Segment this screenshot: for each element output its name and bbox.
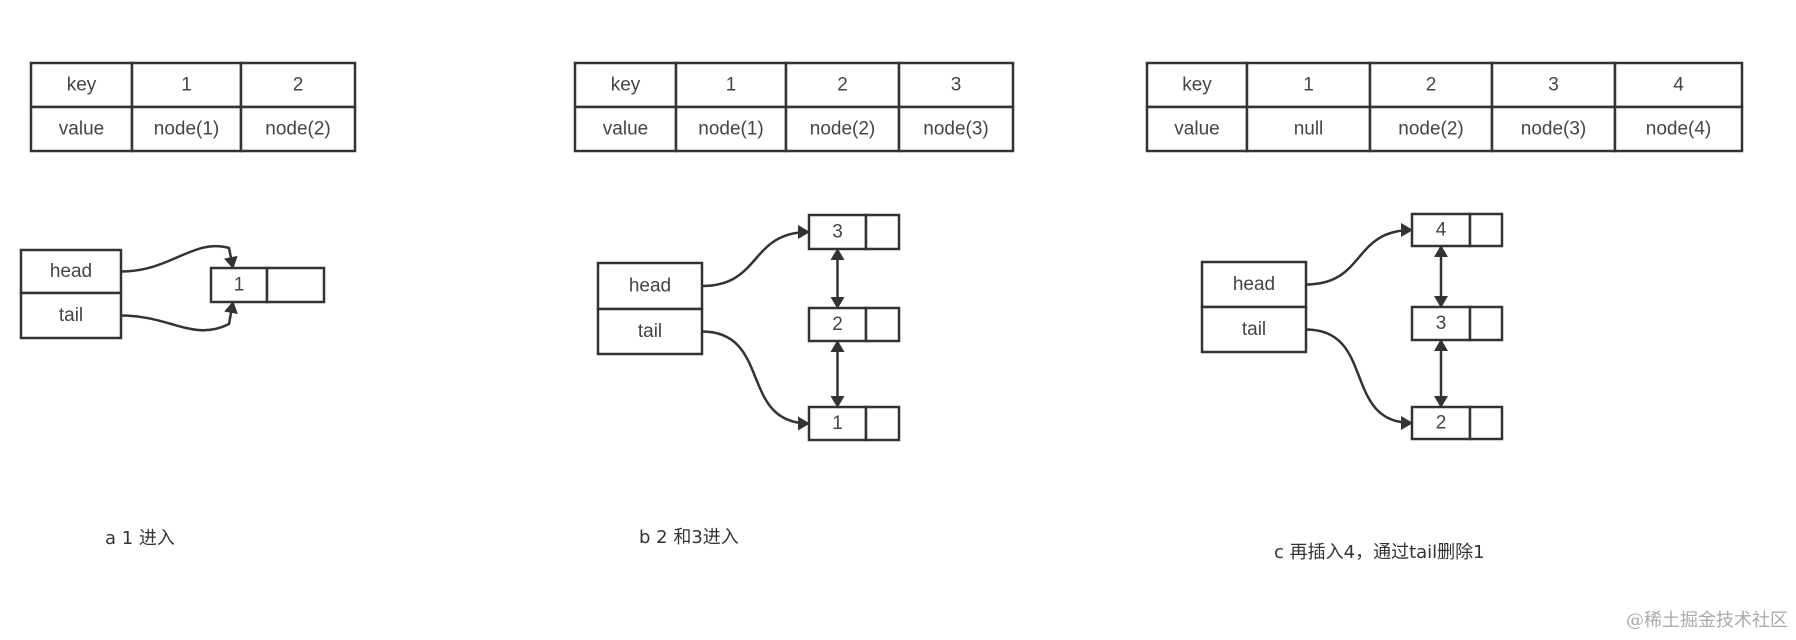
table-cell (1245, 61, 1372, 109)
head-label: head (50, 261, 92, 282)
tail-arrow (120, 301, 238, 332)
table-key: 1 (726, 75, 737, 96)
node-pointer-cell (1468, 405, 1504, 441)
tail-arrow (701, 330, 810, 431)
table-key: 1 (1303, 75, 1314, 96)
list-node: 3 (1410, 305, 1504, 342)
table-value: node(2) (810, 119, 876, 140)
table-key: key (1182, 75, 1212, 96)
head-tail-box: head tail (596, 261, 704, 356)
node-pointer-cell (864, 306, 901, 343)
head-cell (596, 261, 704, 311)
head-arrow (1305, 223, 1413, 286)
node-pointer-cell (1468, 305, 1504, 342)
table-cell (1613, 105, 1744, 153)
head-tail-box: head tail (1200, 260, 1308, 354)
table-value: null (1294, 119, 1324, 140)
table-cell (897, 61, 1015, 109)
node-label: 3 (832, 222, 843, 243)
table-cell (239, 105, 357, 153)
node-pointer-cell (1468, 212, 1504, 248)
table-cell (674, 61, 788, 109)
node-label: 1 (234, 275, 245, 296)
table-cell (1613, 61, 1744, 109)
node-label: 4 (1436, 220, 1447, 241)
watermark: @稀土掘金技术社区 (1626, 610, 1788, 631)
hash-table: key 1 2 value node(1) node(2) (29, 61, 357, 153)
table-cell (1490, 105, 1617, 153)
table-value: node(2) (1398, 119, 1464, 140)
table-value: node(1) (698, 119, 764, 140)
table-key: 2 (837, 75, 848, 96)
table-key: key (611, 75, 641, 96)
table-value: value (1174, 119, 1219, 140)
table-cell (1245, 105, 1372, 153)
panel-b: key 1 2 3 value node(1) node(2) node(3) head tail… (573, 61, 1015, 442)
tail-label: tail (638, 321, 662, 342)
table-value: node(3) (1521, 119, 1587, 140)
node-pointer-cell (864, 213, 901, 251)
list-node: 1 (807, 405, 901, 442)
caption-c: c 再插入4，通过tail删除1 (1274, 542, 1485, 563)
list-node: 2 (807, 306, 901, 343)
table-key: 3 (1548, 75, 1559, 96)
table-value: value (603, 119, 648, 140)
table-key: 4 (1673, 75, 1684, 96)
table-key: key (67, 75, 97, 96)
panel-a: key 1 2 value node(1) node(2) head tail 1 (19, 61, 357, 340)
table-cell (1368, 105, 1494, 153)
list-node: 4 (1410, 212, 1504, 248)
table-cell (1490, 61, 1617, 109)
list-node: 3 (807, 213, 901, 251)
node-label: 1 (832, 413, 843, 434)
head-arrow (120, 245, 238, 273)
tail-cell (596, 307, 704, 356)
table-cell (130, 105, 243, 153)
head-tail-box: head tail (19, 248, 123, 340)
head-label: head (1233, 274, 1275, 295)
list-node: 2 (1410, 405, 1504, 441)
table-cell (674, 105, 788, 153)
node-pointer-cell (265, 266, 326, 304)
node-label: 2 (832, 314, 843, 335)
table-cell (573, 61, 678, 109)
node-pointer-cell (864, 405, 901, 442)
table-cell (1145, 61, 1249, 109)
tail-label: tail (1242, 319, 1266, 340)
table-value: node(4) (1646, 119, 1712, 140)
table-value: node(2) (265, 119, 331, 140)
table-cell (897, 105, 1015, 153)
table-key: 3 (951, 75, 962, 96)
node-value-cell (209, 266, 269, 304)
table-cell (1368, 61, 1494, 109)
table-value: value (59, 119, 104, 140)
table-value: node(3) (923, 119, 989, 140)
node-label: 3 (1436, 313, 1447, 334)
tail-label: tail (59, 305, 83, 326)
caption-b: b 2 和3进入 (639, 527, 739, 548)
table-cell (573, 105, 678, 153)
tail-arrow (1305, 328, 1413, 430)
hash-table: key 1 2 3 4 value null node(2) node(3) node(4) (1145, 61, 1744, 153)
head-arrow (701, 225, 810, 288)
head-label: head (629, 276, 671, 297)
hash-table: key 1 2 3 value node(1) node(2) node(3) (573, 61, 1015, 153)
table-cell (784, 105, 901, 153)
tail-cell (19, 291, 123, 340)
list-node: 1 (209, 266, 326, 304)
node-label: 2 (1436, 413, 1447, 434)
table-value: node(1) (154, 119, 220, 140)
table-key: 2 (1426, 75, 1437, 96)
table-key: 2 (293, 75, 304, 96)
table-key: 1 (181, 75, 192, 96)
caption-a: a 1 进入 (105, 528, 175, 549)
panel-c: key 1 2 3 4 value null node(2) node(3) node(4) hea… (1145, 61, 1744, 441)
